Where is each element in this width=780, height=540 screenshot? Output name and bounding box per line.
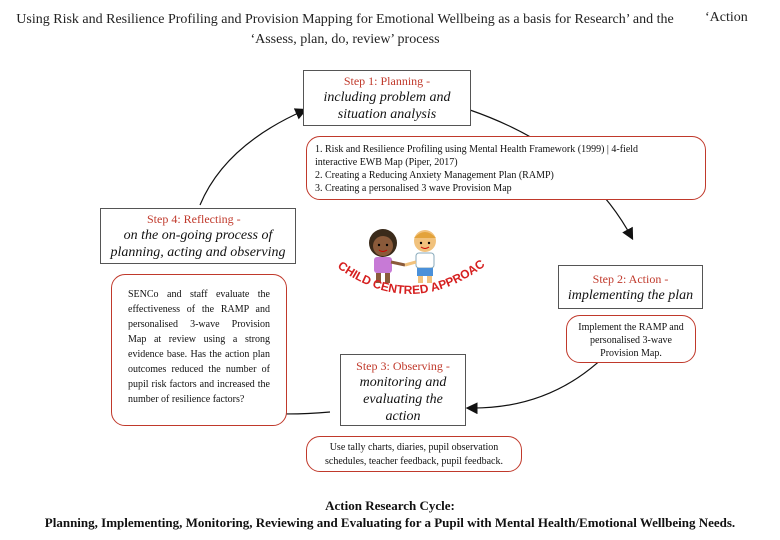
observing-note-text: Use tally charts, diaries, pupil observa… xyxy=(325,442,503,467)
step-planning-box: Step 1: Planning - including problem and… xyxy=(303,70,471,126)
step-observing-box: Step 3: Observing - monitoring and evalu… xyxy=(340,354,466,426)
step-reflecting-description: on the on-going process of planning, act… xyxy=(110,228,286,260)
step-reflecting-box: Step 4: Reflecting - on the on-going pro… xyxy=(100,208,296,264)
children-illustration xyxy=(369,229,436,283)
observing-note: Use tally charts, diaries, pupil observa… xyxy=(306,436,522,472)
step-acting-heading: Step 2: Action - xyxy=(592,272,669,286)
planning-note: 1. Risk and Resilience Profiling using M… xyxy=(306,136,706,200)
reflecting-note: SENCo and staff evaluate the effectivene… xyxy=(111,274,287,426)
step-acting-description: implementing the plan xyxy=(567,288,694,303)
step-observing-heading: Step 3: Observing - xyxy=(356,359,450,373)
reflecting-note-text: SENCo and staff evaluate the effectivene… xyxy=(128,289,270,405)
planning-note-line: 2. Creating a Reducing Anxiety Managemen… xyxy=(315,170,554,181)
acting-note-text: Implement the RAMP and personalised 3-wa… xyxy=(578,322,684,359)
planning-note-line: 1. Risk and Resilience Profiling using M… xyxy=(315,144,639,155)
step-observing-description: monitoring and evaluating the action xyxy=(359,375,447,424)
acting-note: Implement the RAMP and personalised 3-wa… xyxy=(566,315,696,363)
planning-note-line: 3. Creating a personalised 3 wave Provis… xyxy=(315,183,512,194)
step-planning-description: including problem and situation analysis xyxy=(323,90,451,122)
step-acting-box: Step 2: Action - implementing the plan xyxy=(558,265,703,309)
arrow-reflecting-to-planning xyxy=(199,108,308,206)
planning-note-line: interactive EWB Map (Piper, 2017) xyxy=(315,157,458,168)
header-right-fragment: ‘Action xyxy=(705,10,748,25)
step-reflecting-heading: Step 4: Reflecting - xyxy=(147,212,241,226)
footer-title: Action Research Cycle: xyxy=(325,498,455,513)
page-title: Using Risk and Resilience Profiling and … xyxy=(16,12,674,47)
footer-subtitle: Planning, Implementing, Monitoring, Revi… xyxy=(44,515,736,530)
step-planning-heading: Step 1: Planning - xyxy=(343,74,431,88)
